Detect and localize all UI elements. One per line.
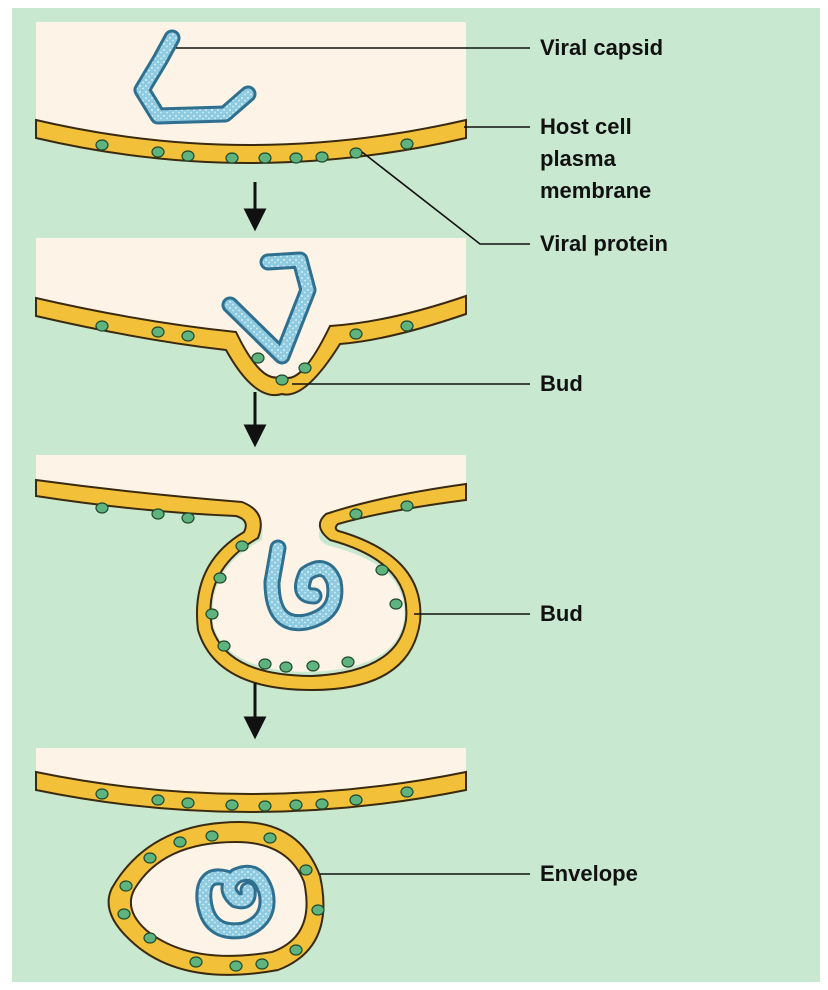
label-host-cell: Host cell xyxy=(540,114,632,140)
label-viral-capsid: Viral capsid xyxy=(540,35,663,61)
label-viral-protein: Viral protein xyxy=(540,231,668,257)
label-plasma: plasma xyxy=(540,146,616,172)
stage-1 xyxy=(36,22,466,163)
label-membrane: membrane xyxy=(540,178,651,204)
label-envelope: Envelope xyxy=(540,861,638,887)
label-bud-2: Bud xyxy=(540,601,583,627)
label-bud-1: Bud xyxy=(540,371,583,397)
